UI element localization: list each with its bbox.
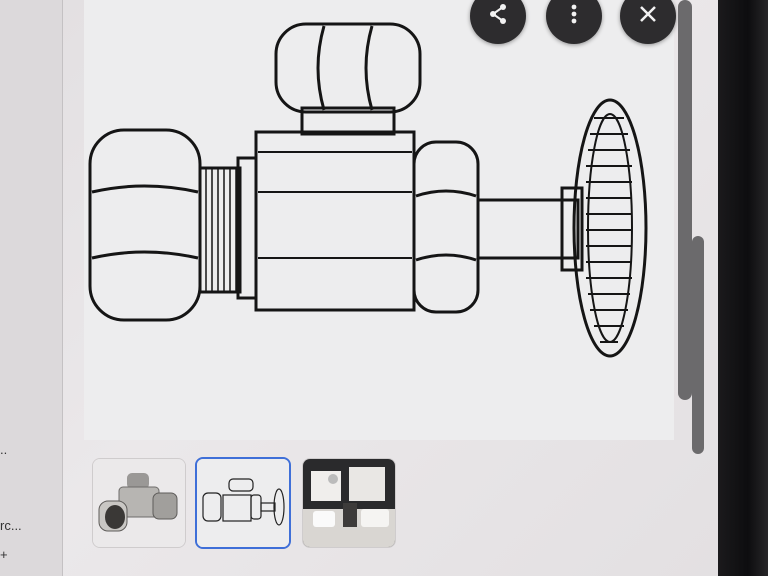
close-button[interactable]	[620, 0, 676, 44]
image-viewer-panel	[64, 0, 718, 576]
thumbnail-valve-drawing[interactable]	[195, 457, 291, 549]
screen: .. rc... +	[0, 0, 720, 576]
monitor-bezel	[718, 0, 768, 576]
more-options-button[interactable]	[546, 0, 602, 44]
valve-drawing-image	[197, 459, 289, 547]
result-caption-1[interactable]: ..	[0, 442, 8, 457]
result-caption-3[interactable]: +	[0, 547, 8, 562]
bathroom-photo-image	[303, 459, 395, 547]
share-icon	[487, 3, 509, 30]
share-button[interactable]	[470, 0, 526, 44]
main-image[interactable]	[84, 0, 674, 440]
more-vert-icon	[570, 3, 578, 30]
valve-photo-image	[93, 459, 185, 547]
thumbnail-bathroom-photo[interactable]	[302, 458, 396, 548]
valve-drawing	[88, 22, 648, 358]
thumbnail-valve-photo[interactable]	[92, 458, 186, 548]
search-results-pane: .. rc... +	[0, 0, 63, 576]
close-icon	[639, 5, 657, 28]
scrollbar-thumb[interactable]	[692, 236, 704, 454]
scrollbar-track[interactable]	[678, 0, 692, 400]
result-caption-2[interactable]: rc...	[0, 518, 22, 533]
